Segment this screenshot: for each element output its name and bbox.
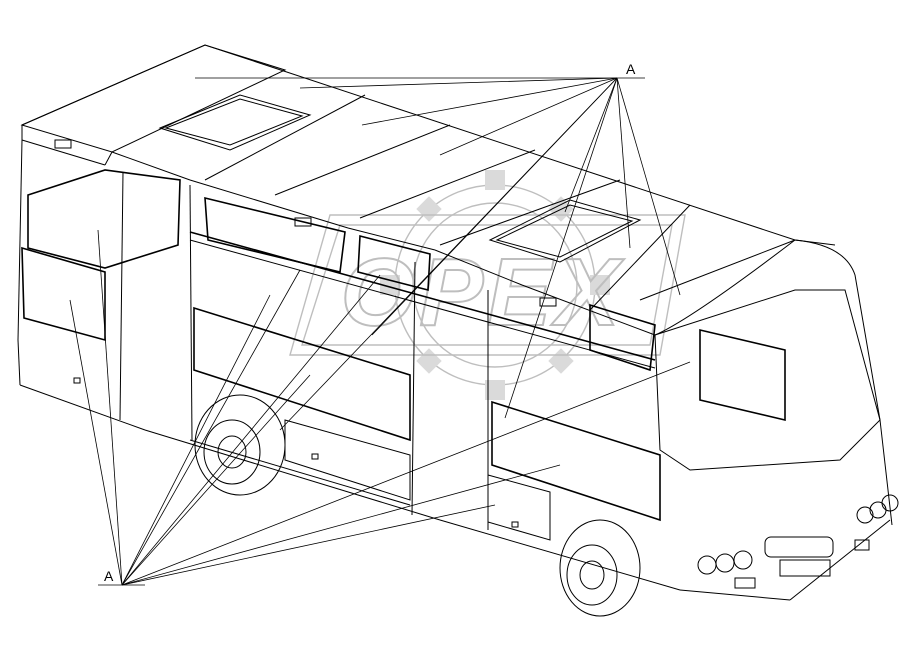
skirt-panel-1 bbox=[284, 419, 411, 501]
lower-window-2 bbox=[491, 400, 661, 522]
front-wheel bbox=[559, 519, 641, 617]
callout-label-bottom: A bbox=[104, 568, 114, 584]
callout-leaders-bottom bbox=[69, 229, 691, 586]
rear-window-upper bbox=[27, 169, 181, 269]
rear-wheel bbox=[194, 394, 286, 496]
side-window-2 bbox=[357, 234, 431, 292]
rear-roof-cap bbox=[20, 44, 287, 153]
roof-hatch-front bbox=[488, 199, 642, 263]
roof-hatch-rear bbox=[158, 94, 312, 151]
front-side-window bbox=[699, 328, 786, 422]
side-window-1 bbox=[204, 196, 346, 273]
side-window-3 bbox=[589, 303, 656, 372]
rear-window-lower bbox=[21, 246, 106, 342]
windshield bbox=[654, 289, 881, 471]
lower-window-1 bbox=[193, 306, 411, 442]
watermark-text: OPEX bbox=[341, 239, 625, 346]
front-roof-dome bbox=[654, 239, 881, 421]
bus-body bbox=[17, 44, 899, 617]
callout-label-top: A bbox=[626, 61, 636, 77]
front-fascia bbox=[697, 494, 899, 589]
watermark-frame bbox=[289, 214, 686, 356]
callout-leaders-top bbox=[195, 77, 681, 431]
skirt-panel-2 bbox=[487, 474, 551, 541]
